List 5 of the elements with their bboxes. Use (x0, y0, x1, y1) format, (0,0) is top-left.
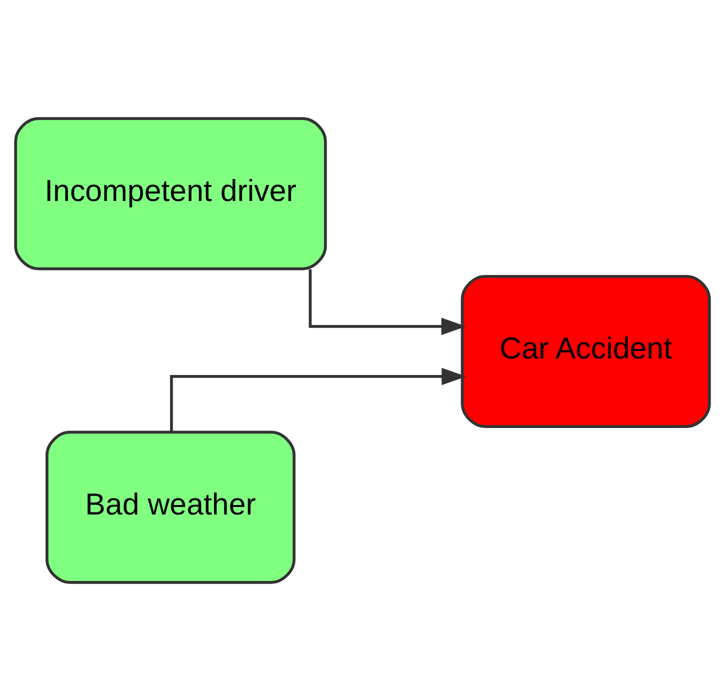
node-box: Car Accident (460, 274, 711, 428)
node-box: Incompetent driver (14, 116, 327, 270)
node-box: Bad weather (46, 430, 296, 584)
arrow (308, 268, 466, 335)
arrow (170, 367, 466, 432)
